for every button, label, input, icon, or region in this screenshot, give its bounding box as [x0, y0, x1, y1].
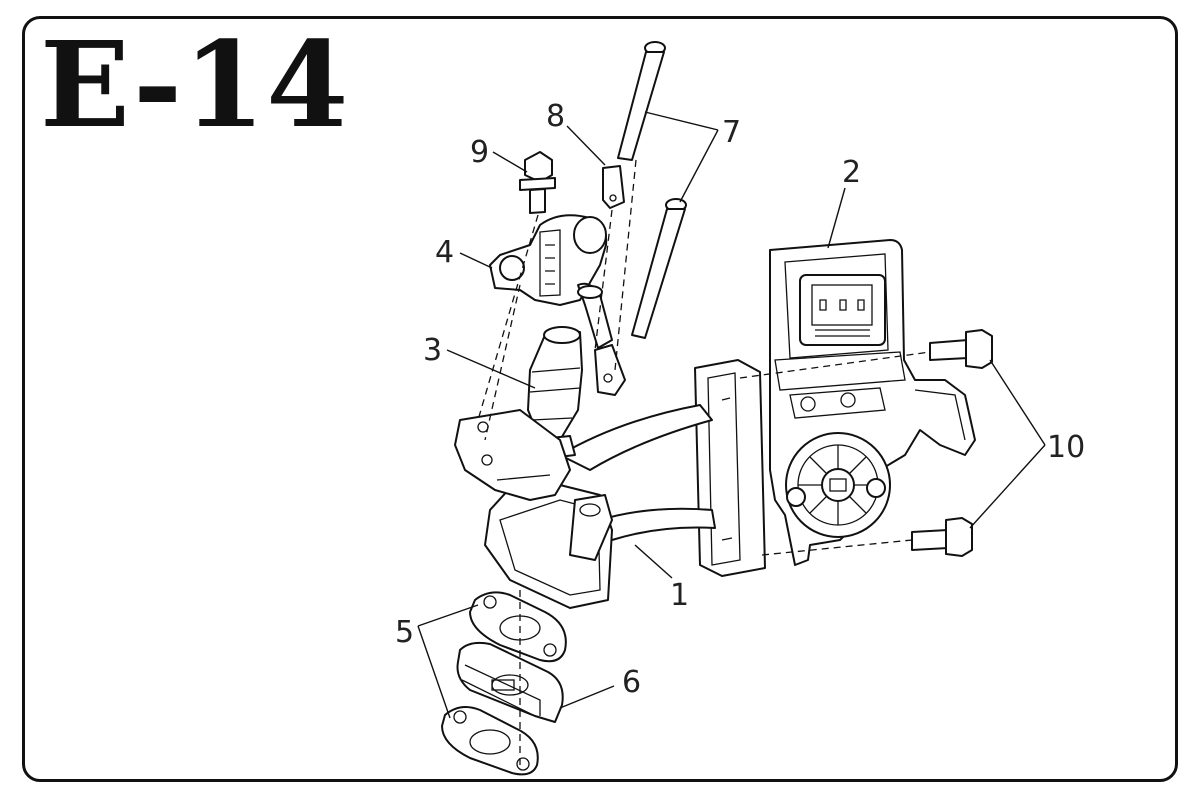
callout-5: 5 [395, 615, 414, 650]
assembly-lines [477, 159, 931, 770]
callout-7: 7 [722, 115, 741, 150]
leader-lines [417, 111, 1046, 719]
part-6-spacer [456, 641, 564, 723]
callout-4: 4 [435, 235, 454, 270]
callout-1: 1 [670, 578, 689, 613]
part-4-sensor [489, 214, 613, 349]
actuator-flange [694, 359, 766, 577]
part-7-pins [617, 41, 687, 339]
part-3-valve [454, 326, 626, 501]
page-frame [22, 16, 1178, 782]
part-8-clip [602, 165, 625, 209]
page-title: E-14 [40, 15, 350, 154]
callout-3: 3 [423, 333, 442, 368]
part-9-bolt [519, 151, 556, 214]
callout-8: 8 [546, 99, 565, 134]
part-5-gaskets [441, 591, 567, 776]
callout-9: 9 [470, 135, 489, 170]
part-1-egr-pipe [484, 404, 716, 609]
callout-2: 2 [842, 155, 861, 190]
callout-10: 10 [1047, 430, 1085, 465]
part-2-actuator [769, 239, 976, 566]
callout-labels: 1 2 3 4 5 6 7 8 9 10 [395, 99, 1085, 700]
callout-6: 6 [622, 665, 641, 700]
